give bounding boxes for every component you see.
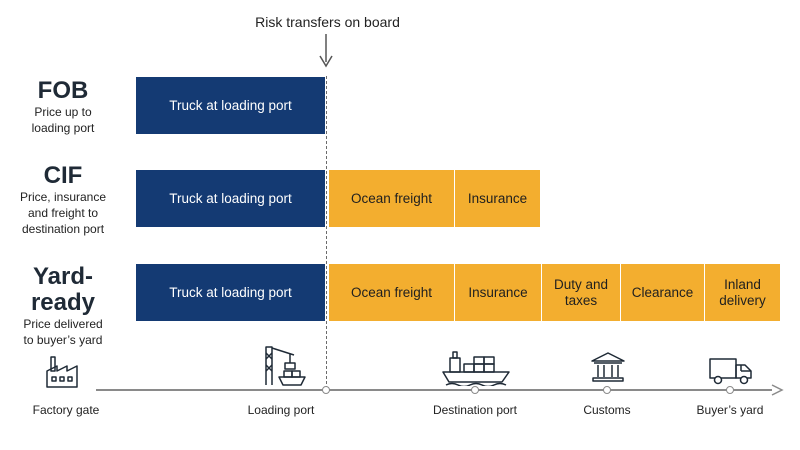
factory-icon <box>46 356 78 388</box>
segment-ocean-freight: Ocean freight <box>328 170 454 227</box>
row-title: FOB <box>37 77 89 104</box>
stop-label-loading-port: Loading port <box>247 403 315 417</box>
timeline-marker-loading-port <box>322 385 330 394</box>
row-title: Yard-ready <box>30 263 96 316</box>
stop-label-destination-port: Destination port <box>432 403 518 417</box>
risk-transfer-arrow-icon <box>319 34 333 68</box>
segment-inland-delivery: Inland delivery <box>704 264 780 321</box>
stop-label-factory-gate: Factory gate <box>32 403 100 417</box>
segment-truck-at-loading-port: Truck at loading port <box>136 264 325 321</box>
row-label-fob: FOB Price up to loading port <box>4 78 122 136</box>
stop-label-customs: Customs <box>583 403 631 417</box>
row-subtitle-line: to buyer’s yard <box>23 333 103 347</box>
timeline-axis <box>96 389 772 391</box>
timeline-marker-customs <box>603 385 611 394</box>
segment-truck-at-loading-port: Truck at loading port <box>136 77 325 134</box>
row-title: CIF <box>43 162 83 189</box>
stop-label-buyers-yard: Buyer’s yard <box>696 403 764 417</box>
segment-truck-at-loading-port: Truck at loading port <box>136 170 325 227</box>
customs-building-icon <box>591 352 625 382</box>
risk-transfer-label: Risk transfers on board <box>255 14 400 30</box>
timeline-marker-destination-port <box>471 385 479 394</box>
risk-transfer-line <box>326 76 327 389</box>
segment-insurance: Insurance <box>454 264 541 321</box>
row-subtitle-line: Price up to <box>34 105 92 119</box>
segment-insurance: Insurance <box>454 170 540 227</box>
segment-clearance: Clearance <box>620 264 704 321</box>
cargo-ship-icon <box>442 351 510 386</box>
delivery-truck-icon <box>709 358 752 385</box>
arrow-right-icon <box>771 384 784 396</box>
row-subtitle-line: Price, insurance <box>19 190 107 204</box>
timeline-marker-buyers-yard <box>726 385 734 394</box>
row-subtitle-line: destination port <box>21 222 105 236</box>
row-label-yard-ready: Yard-ready Price delivered to buyer’s ya… <box>4 264 122 348</box>
segment-duty-and-taxes: Duty and taxes <box>541 264 620 321</box>
row-subtitle-line: Price delivered <box>23 317 103 331</box>
row-label-cif: CIF Price, insurance and freight to dest… <box>4 163 122 237</box>
row-subtitle-line: loading port <box>31 121 95 135</box>
port-crane-icon <box>265 346 306 386</box>
segment-ocean-freight: Ocean freight <box>328 264 454 321</box>
row-subtitle-line: and freight to <box>27 206 99 220</box>
